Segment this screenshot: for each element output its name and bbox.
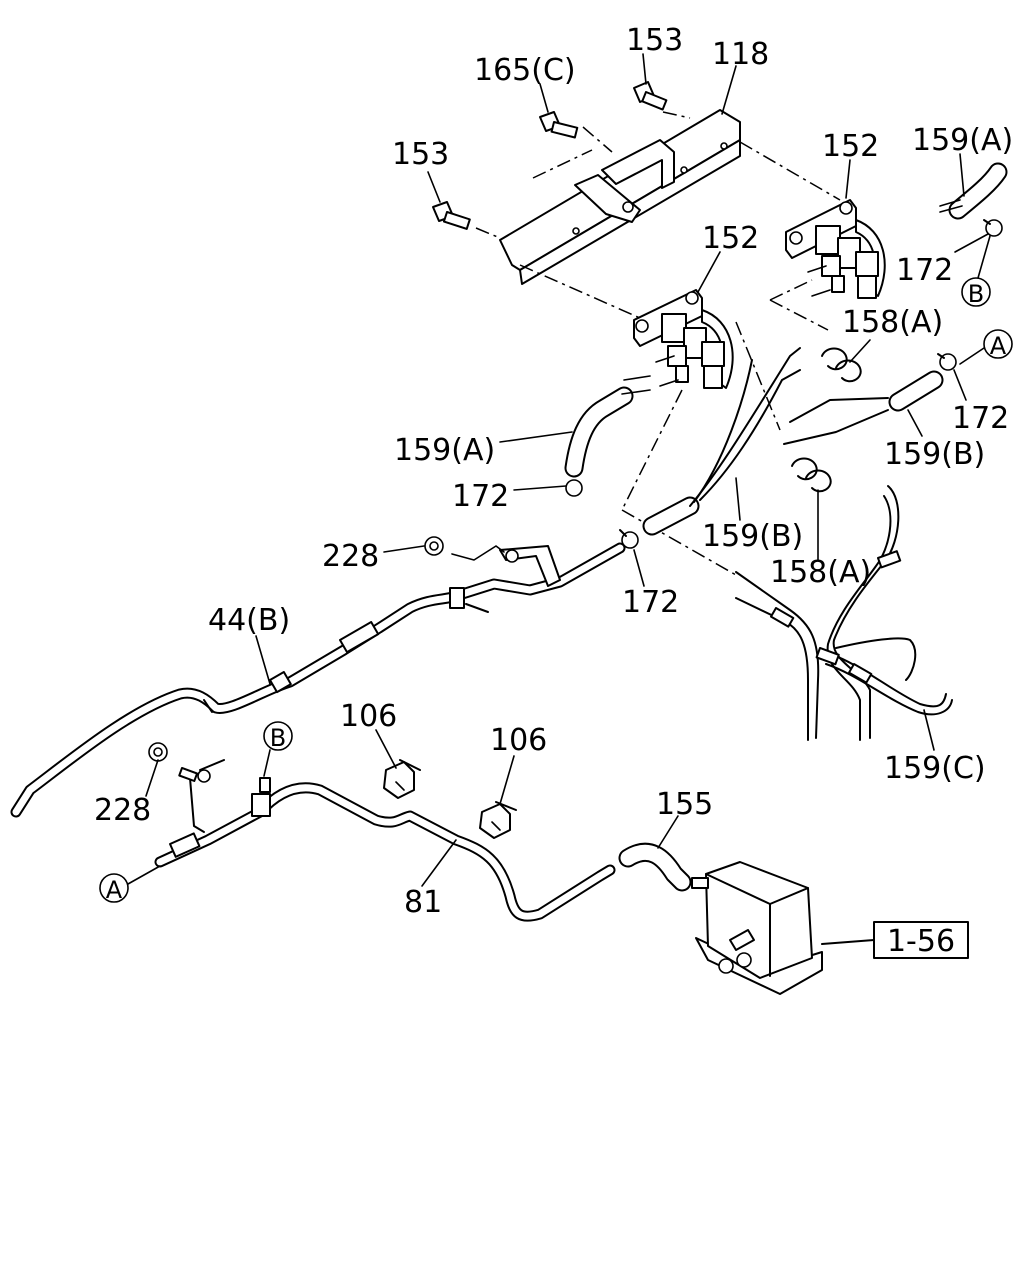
nut-icon [148,742,168,762]
marker-b-lower: B [263,721,293,752]
reference-label-1-56: 1-56 [887,924,955,959]
label-152: 152 [822,129,879,164]
marker-a-lower: A [99,873,129,904]
pipe-bracket [178,759,225,833]
svg-text:A: A [990,332,1007,360]
label-81: 81 [404,885,442,920]
vsv-valve-icon [785,199,886,299]
hose-clamp-icon [821,347,862,383]
label-152: 152 [702,221,759,256]
pipe-44b [10,542,626,818]
bolt-icon [633,81,668,111]
hose-bundle-159c [735,485,953,741]
label-106: 106 [490,723,547,758]
label-106: 106 [340,699,397,734]
label-153: 153 [392,137,449,172]
canister-icon [691,861,823,995]
label-159a: 159(A) [394,433,495,468]
label-172: 172 [952,401,1009,436]
leader-lines [127,53,991,887]
label-158a: 158(A) [842,305,943,340]
label-228: 228 [322,539,379,574]
label-159a: 159(A) [912,123,1013,158]
label-153: 153 [626,23,683,58]
pipe-clip-106 [479,801,517,839]
svg-text:B: B [968,280,984,308]
bolt-icon [539,111,579,139]
reference-box: 1-56 [821,921,969,959]
label-172: 172 [896,253,953,288]
label-172: 172 [452,479,509,514]
pipe-bracket [451,545,561,587]
label-158a: 158(A) [770,555,871,590]
pipe-clip-106 [383,759,421,799]
label-44b: 44(B) [208,603,290,638]
bolt-icon [432,201,471,230]
label-155: 155 [656,787,713,822]
hose-clamp-icon [983,219,1003,237]
hose-159a-lower [564,375,651,478]
marker-a-upper: A [983,329,1013,360]
hose-159a-upper [939,162,1008,220]
hose-clamp-icon [565,479,583,497]
label-159b: 159(B) [702,519,803,554]
label-159b: 159(B) [884,437,985,472]
label-172: 172 [622,585,679,620]
label-228: 228 [94,793,151,828]
pipe-81 [154,777,616,922]
assembly-lines [475,111,841,576]
bracket-118 [499,109,741,285]
hose-clamp-icon [937,353,957,371]
hose-155 [618,842,692,892]
label-165c: 165(C) [474,53,576,88]
svg-text:A: A [106,876,123,904]
hose-clamp-icon [619,529,639,549]
hose-159b [642,347,944,536]
label-118: 118 [712,37,769,72]
vsv-valve-icon [633,289,734,389]
hose-clamp-icon [791,457,832,493]
part-labels: 153 118 165(C) 153 152 159(A) 172 152 15… [94,23,1013,920]
nut-icon [424,536,444,556]
marker-b-upper: B [961,277,991,308]
svg-text:B: B [270,724,286,752]
label-159c: 159(C) [884,751,986,786]
